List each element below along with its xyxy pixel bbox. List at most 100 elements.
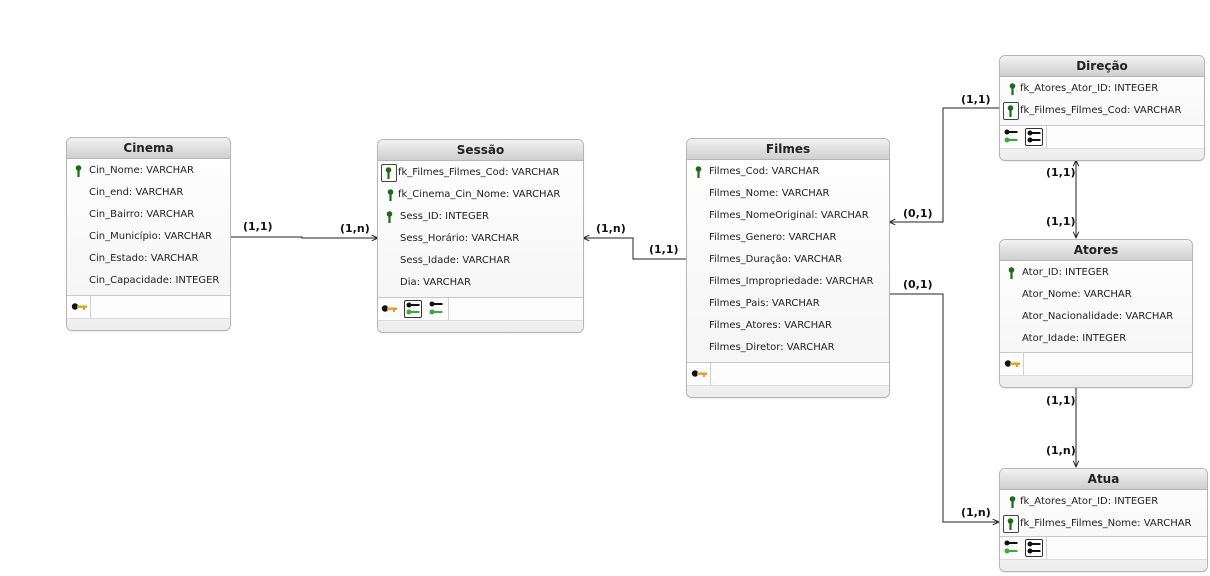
attribute-row[interactable]: Filmes_Nome: VARCHAR [687,183,889,205]
attribute-row[interactable]: Filmes_Impropriedade: VARCHAR [687,271,889,293]
attribute-row[interactable]: Cin_Nome: VARCHAR [67,160,230,182]
attribute-row[interactable]: Sess_ID: INTEGER [378,206,583,228]
attribute-label: fk_Atores_Ator_ID: INTEGER [1020,83,1159,94]
index-footer [1000,352,1192,387]
entity-atua[interactable]: Atua fk_Atores_Ator_ID: INTEGER fk_Filme… [999,468,1208,572]
attribute-label: Filmes_NomeOriginal: VARCHAR [709,210,869,221]
attribute-list: Cin_Nome: VARCHAR Cin_end: VARCHAR Cin_B… [67,159,230,292]
attribute-label: Filmes_Diretor: VARCHAR [709,342,835,353]
attribute-label: fk_Filmes_Filmes_Cod: VARCHAR [398,167,560,178]
attribute-label: Filmes_Duração: VARCHAR [709,254,843,265]
index-bar [687,363,889,386]
card-filmes-to-atua: (0,1) [903,278,933,291]
attribute-row[interactable]: Sess_Idade: VARCHAR [378,250,583,272]
primary-key-icon [1007,105,1014,117]
attribute-label: fk_Atores_Ator_ID: INTEGER [1020,496,1159,507]
attribute-list: Filmes_Cod: VARCHAR Filmes_Nome: VARCHAR… [687,160,889,359]
attribute-row[interactable]: Ator_ID: INTEGER [1000,262,1192,284]
primary-key-icon [695,166,702,178]
index-bar [1000,537,1207,560]
attribute-label: Sess_Horário: VARCHAR [400,233,520,244]
foreign-key-frame [1003,515,1019,533]
primary-key-icon [386,211,393,223]
key-pair-icon[interactable] [1003,539,1019,556]
attribute-label: Cin_end: VARCHAR [89,187,184,198]
attribute-row[interactable]: Dia: VARCHAR [378,272,583,294]
index-bar [1000,353,1192,376]
attribute-row[interactable]: fk_Atores_Ator_ID: INTEGER [1000,491,1207,513]
entity-cinema[interactable]: Cinema Cin_Nome: VARCHAR Cin_end: VARCHA… [66,137,231,331]
attribute-label: Filmes_Nome: VARCHAR [709,188,830,199]
attribute-label: Cin_Capacidade: INTEGER [89,275,220,286]
primary-key-icon [1009,496,1016,508]
attribute-row[interactable]: Ator_Nacionalidade: VARCHAR [1000,306,1192,328]
primary-key-icon [385,167,392,179]
entity-filmes[interactable]: Filmes Filmes_Cod: VARCHAR Filmes_Nome: … [686,138,890,398]
index-footer [1000,536,1207,571]
card-sessao-from-cinema: (1,n) [340,222,370,235]
card-atores-to-direcao: (1,1) [1046,215,1076,228]
attribute-label: Filmes_Pais: VARCHAR [709,298,820,309]
attribute-row[interactable]: fk_Atores_Ator_ID: INTEGER [1000,78,1204,100]
entity-atores[interactable]: Atores Ator_ID: INTEGER Ator_Nome: VARCH… [999,239,1193,388]
attribute-label: Filmes_Genero: VARCHAR [709,232,837,243]
entity-title: Direção [1000,56,1204,77]
index-bar [1000,126,1204,149]
entity-sessao[interactable]: Sessão fk_Filmes_Filmes_Cod: VARCHAR fk_… [377,139,584,333]
attribute-label: Ator_Idade: INTEGER [1022,333,1127,344]
attribute-row[interactable]: Filmes_Genero: VARCHAR [687,227,889,249]
attribute-list: fk_Filmes_Filmes_Cod: VARCHAR fk_Cinema_… [378,161,583,294]
foreign-key-frame [381,164,397,182]
attribute-label: Filmes_Atores: VARCHAR [709,320,832,331]
foreign-key-index-icon[interactable] [1025,128,1043,146]
link-filmes-sessao [583,238,687,260]
attribute-row[interactable]: fk_Cinema_Cin_Nome: VARCHAR [378,184,583,206]
attribute-row[interactable]: fk_Filmes_Filmes_Cod: VARCHAR [378,162,583,184]
attribute-row[interactable]: Cin_Estado: VARCHAR [67,248,230,270]
card-filmes-to-direcao: (0,1) [903,207,933,220]
key-pair-icon[interactable] [1003,128,1019,145]
attribute-row[interactable]: Filmes_Pais: VARCHAR [687,293,889,315]
key-index-icon[interactable] [1004,359,1020,368]
attribute-label: Cin_Bairro: VARCHAR [89,209,195,220]
attribute-row[interactable]: Cin_Bairro: VARCHAR [67,204,230,226]
key-index-icon[interactable] [71,302,87,311]
attribute-row[interactable]: Filmes_NomeOriginal: VARCHAR [687,205,889,227]
attribute-row[interactable]: fk_Filmes_Filmes_Nome: VARCHAR [1000,513,1207,535]
entity-direcao[interactable]: Direção fk_Atores_Ator_ID: INTEGER fk_Fi… [999,55,1205,161]
attribute-row[interactable]: Cin_Capacidade: INTEGER [67,270,230,292]
entity-title: Cinema [67,138,230,159]
attribute-row[interactable]: Ator_Idade: INTEGER [1000,328,1192,350]
key-pair-icon[interactable] [428,300,444,317]
attribute-label: Sess_Idade: VARCHAR [400,255,511,266]
card-atua-from-filmes: (1,n) [961,506,991,519]
attribute-row[interactable]: Filmes_Atores: VARCHAR [687,315,889,337]
primary-key-icon [75,165,82,177]
attribute-row[interactable]: Cin_Município: VARCHAR [67,226,230,248]
attribute-row[interactable]: Filmes_Duração: VARCHAR [687,249,889,271]
attribute-label: Cin_Estado: VARCHAR [89,253,199,264]
key-index-icon[interactable] [381,304,397,313]
foreign-key-index-icon[interactable] [1025,539,1043,557]
attribute-row[interactable]: Filmes_Diretor: VARCHAR [687,337,889,359]
attribute-row[interactable]: fk_Filmes_Filmes_Cod: VARCHAR [1000,100,1204,122]
attribute-row[interactable]: Sess_Horário: VARCHAR [378,228,583,250]
attribute-list: Ator_ID: INTEGER Ator_Nome: VARCHAR Ator… [1000,261,1192,350]
attribute-label: Filmes_Cod: VARCHAR [709,166,820,177]
attribute-label: Ator_Nome: VARCHAR [1022,289,1132,300]
key-index-icon[interactable] [691,369,707,378]
entity-title: Atores [1000,240,1192,261]
link-filmes-atua [889,293,999,522]
attribute-label: Cin_Município: VARCHAR [89,231,213,242]
primary-key-icon [387,189,394,201]
attribute-label: Filmes_Impropriedade: VARCHAR [709,276,874,287]
index-footer [67,295,230,330]
attribute-list: fk_Atores_Ator_ID: INTEGER fk_Filmes_Fil… [1000,77,1204,122]
attribute-row[interactable]: Cin_end: VARCHAR [67,182,230,204]
foreign-key-index-icon[interactable] [404,300,422,318]
attribute-row[interactable]: Ator_Nome: VARCHAR [1000,284,1192,306]
card-atua-from-atores: (1,n) [1046,444,1076,457]
index-footer [687,362,889,397]
attribute-row[interactable]: Filmes_Cod: VARCHAR [687,161,889,183]
